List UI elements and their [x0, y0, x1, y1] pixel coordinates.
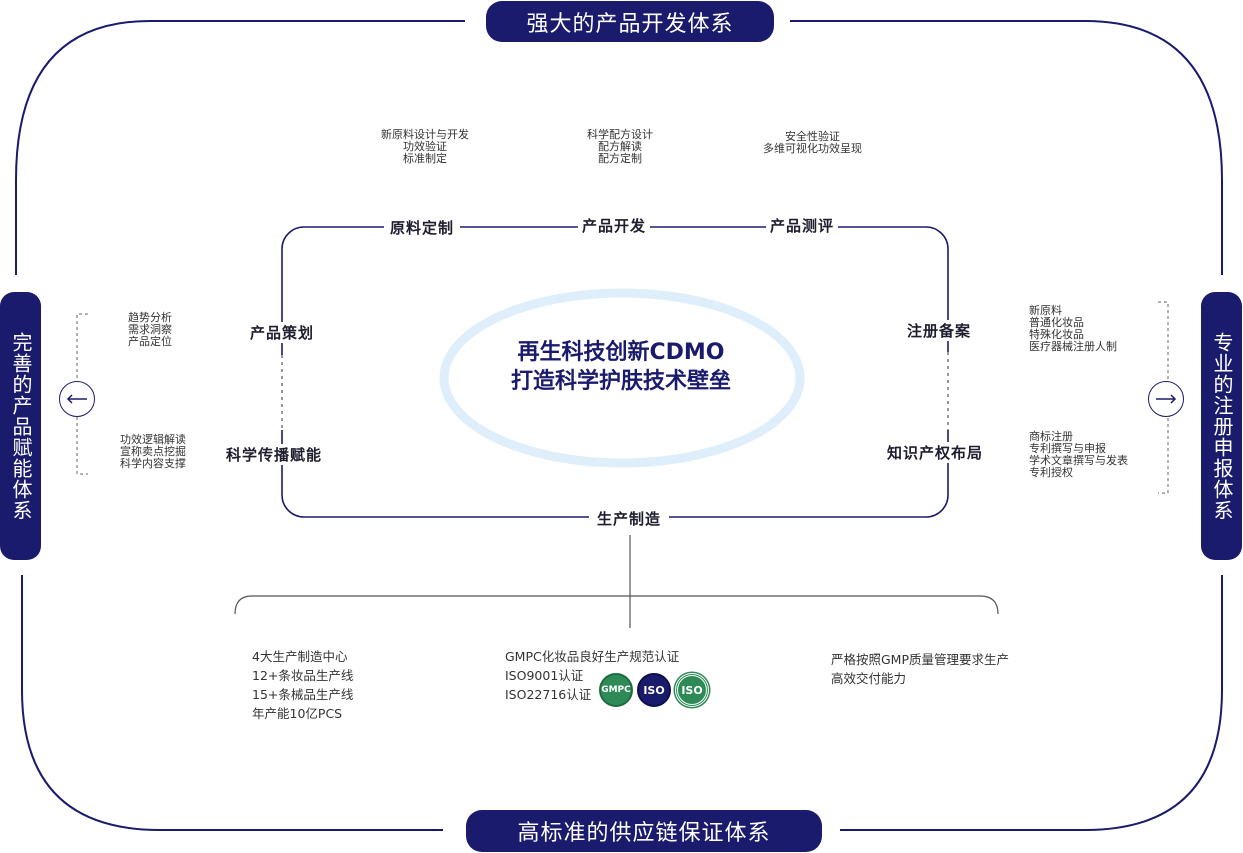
top-section-title: 强大的产品开发体系: [486, 1, 774, 42]
left-section-title: 完善的产品赋能体系: [0, 292, 41, 560]
registration-details: 新原料 普通化妆品 特殊化妆品 医疗器械注册人制: [1029, 304, 1117, 353]
bottom-section-title: 高标准的供应链保证体系: [466, 810, 822, 852]
raw-material-details: 新原料设计与开发 功效验证 标准制定: [381, 128, 469, 165]
node-registration: 注册备案: [903, 320, 976, 341]
node-ip-layout: 知识产权布局: [883, 442, 988, 463]
center-title: 再生科技创新CDMO 打造科学护肤技术壁垒: [440, 338, 802, 396]
product-dev-details: 科学配方设计 配方解读 配方定制: [587, 128, 653, 165]
iso9001-badge-icon: ISO: [637, 673, 671, 707]
node-product-plan: 产品策划: [246, 322, 319, 343]
production-capacity: 4大生产制造中心 12+条妆品生产线 15+条械品生产线 年产能10亿PCS: [252, 649, 354, 721]
right-section-title: 专业的注册申报体系: [1201, 292, 1242, 560]
ip-layout-details: 商标注册 专利撰写与申报 学术文章撰写与发表 专利授权: [1029, 430, 1128, 479]
node-production: 生产制造: [589, 508, 670, 529]
arrow-right-icon: [1148, 381, 1184, 417]
node-science-comm: 科学传播赋能: [222, 444, 327, 465]
gmpc-badge-icon: GMPC: [599, 673, 633, 707]
iso22716-badge-icon: ISO: [675, 673, 709, 707]
center-line-2: 打造科学护肤技术壁垒: [510, 369, 731, 394]
arrow-left-icon: [59, 381, 95, 417]
product-eval-details: 安全性验证 多维可视化功效呈现: [763, 130, 862, 155]
node-product-dev: 产品开发: [578, 215, 651, 236]
science-comm-details: 功效逻辑解读 宣称卖点挖掘 科学内容支撑: [120, 433, 186, 470]
node-product-eval: 产品测评: [766, 215, 839, 236]
center-line-1: 再生科技创新CDMO: [517, 340, 725, 365]
production-quality: 严格按照GMP质量管理要求生产 高效交付能力: [831, 652, 1010, 686]
node-raw-material: 原料定制: [384, 217, 461, 238]
product-plan-details: 趋势分析 需求洞察 产品定位: [128, 311, 172, 348]
production-certifications: GMPC化妆品良好生产规范认证 ISO9001认证 ISO22716认证: [505, 649, 680, 702]
